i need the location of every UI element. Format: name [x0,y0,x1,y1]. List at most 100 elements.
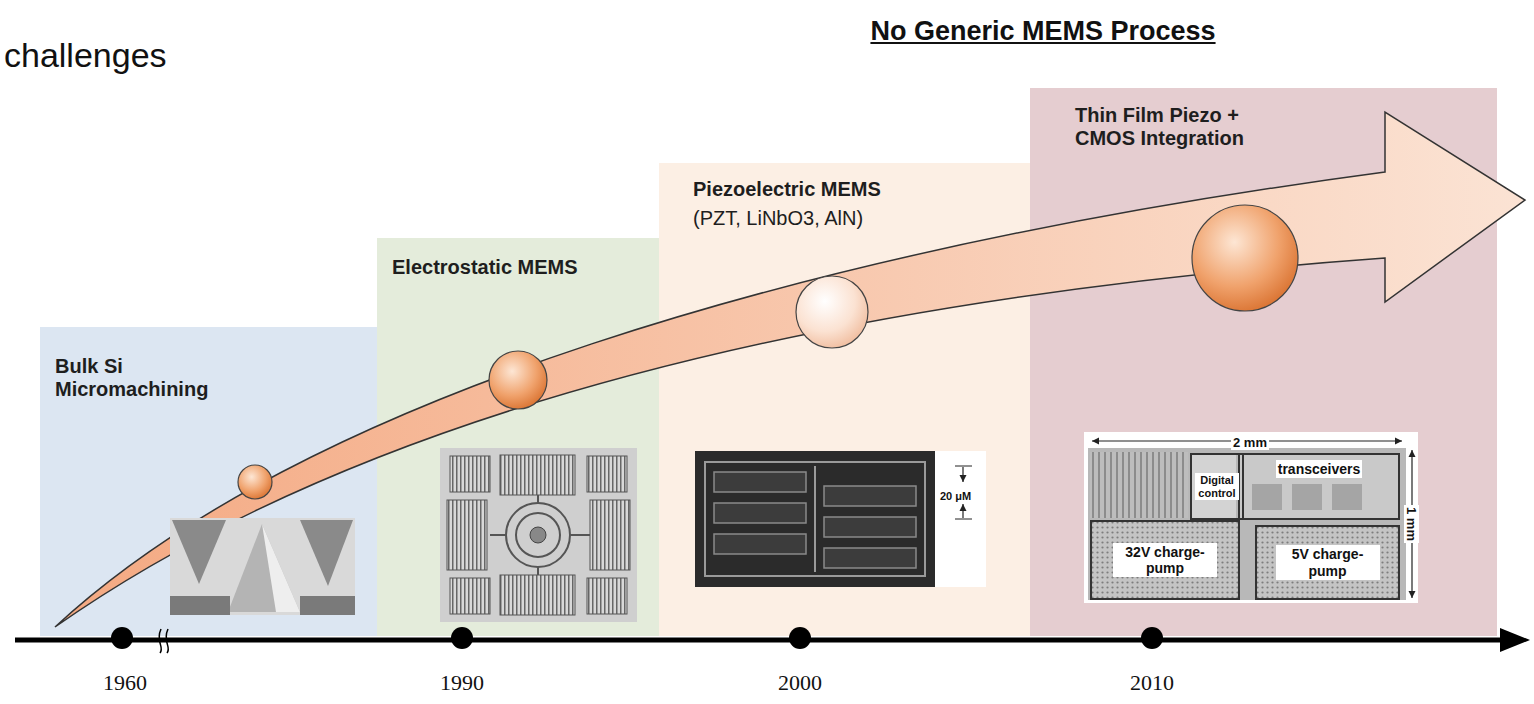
timeline-part [15,638,1505,643]
era-title: Piezoelectric MEMS [693,178,993,201]
electrostatic-mems-photo-part [450,456,490,492]
year-label: 2010 [1130,670,1174,696]
piezo-resonator-photo-part [814,466,816,572]
timeline-part [451,627,473,649]
chip-block: transceivers [1238,453,1400,520]
chip-block: 5V charge-pump [1255,525,1400,600]
electrostatic-mems-photo-part [516,513,560,557]
electrostatic-mems-photo-part [570,534,590,536]
electrostatic-mems-photo-part [490,534,506,536]
title-anchor: No Generic MEMS Process [870,16,1215,47]
timeline-part [1500,628,1530,652]
electrostatic-mems-photo-part [590,500,630,570]
bubble [796,276,868,348]
piezo-resonator-photo-part [714,472,806,492]
era-band: Bulk Si Micromachining [40,327,377,636]
chip-photo [1084,432,1418,603]
piezo-resonator-photo-part [962,504,963,518]
chip-photo-part [1090,452,1188,518]
chip-photo-part [1252,484,1282,510]
label-anchor: 20 μM [938,486,973,504]
label-anchor: 2000 [778,670,822,696]
piezo-resonator-photo-part [714,503,806,523]
label-anchor: 1960 [103,670,147,696]
era-title: Thin Film Piezo + CMOS Integration [1075,104,1290,150]
trend-arrow [55,112,1525,627]
electrostatic-mems-photo-part [447,500,487,570]
chip-photo-part [1088,448,1406,600]
electrostatic-mems-photo-part [500,575,575,615]
chip-photo-part [1084,432,1418,603]
piezo-resonator-photo-part [962,467,963,482]
piezo-resonator-photo-part [955,519,972,520]
electrostatic-mems-photo-part [587,578,627,614]
era-title: Bulk Si Micromachining [55,355,225,401]
electrostatic-mems-photo-part [537,495,539,503]
bulk-si-photo [170,518,355,615]
band-fill [659,163,1031,636]
bubble [238,465,272,499]
timeline [15,627,1530,653]
bulk-si-photo-part [170,518,355,615]
piezo-resonator-photo-part [824,517,916,537]
chip-photo-part [1292,484,1322,510]
year-label: 2000 [778,670,822,696]
label-anchor: challenges [4,36,167,75]
era-band: Thin Film Piezo + CMOS IntegrationDigita… [1030,88,1497,636]
era-band: Piezoelectric MEMS (PZT, LiNbO3, AlN) [659,163,1031,636]
block-label: Digital control [1195,473,1239,500]
bubble [1192,205,1298,311]
chip-photo-part [1257,527,1398,598]
label-anchor: 2 mm [1231,433,1269,451]
dimension-label: 2 mm [1231,435,1269,450]
block-label: transceivers [1276,460,1363,478]
dimension-label: 1 mm [1404,505,1419,543]
electrostatic-mems-photo [440,448,637,622]
piezo-resonator-photo-part [695,451,986,587]
electrostatic-mems-photo-part [500,455,575,495]
bubble [489,351,547,409]
block-label: 32V charge-pump [1113,543,1217,577]
piezo-resonator-photo-part [824,486,916,506]
chip-photo-part [1240,455,1398,518]
piezo-resonator-photo-part [705,462,925,576]
timeline-part [1141,627,1163,649]
timeline-part [789,627,811,649]
block-label: 5V charge-pump [1276,545,1380,579]
band-fill [40,327,377,636]
electrostatic-mems-photo-part [440,448,637,622]
dimension-label: 20 μM [938,490,973,502]
label-anchor: 1 mm [1403,505,1421,543]
electrostatic-mems-photo-part [450,578,490,614]
era-title: Electrostatic MEMS [392,256,632,279]
bulk-si-photo-part [172,520,226,584]
piezo-resonator-photo-part [824,548,916,568]
piezo-resonator-photo [695,451,986,587]
heading-fragment: challenges [4,36,167,75]
electrostatic-mems-photo-part [506,503,570,567]
timeline-part [111,627,133,649]
chip-block: 32V charge-pump [1090,520,1240,600]
piezo-resonator-photo-part [714,534,806,554]
chip-photo-part [1092,522,1238,598]
year-label: 1960 [103,670,147,696]
era-materials: (PZT, LiNbO3, AlN) [693,207,993,230]
timeline-part [159,629,161,653]
bulk-si-photo-part [262,524,300,612]
timeline-part [166,629,168,653]
chip-photo-part [1332,484,1362,510]
electrostatic-mems-photo-part [537,567,539,575]
electrostatic-mems-photo-part [530,527,546,543]
piezo-resonator-photo-part [955,466,972,467]
label-anchor: 2010 [1130,670,1174,696]
slide-title: No Generic MEMS Process [870,16,1215,47]
electrostatic-mems-photo-part [587,456,627,492]
piezo-resonator-photo-part [695,451,935,587]
label-anchor: 1990 [440,670,484,696]
bulk-si-photo-part [170,596,230,615]
bulk-si-photo-part [300,520,353,586]
chip-block: Digital control [1190,453,1244,520]
